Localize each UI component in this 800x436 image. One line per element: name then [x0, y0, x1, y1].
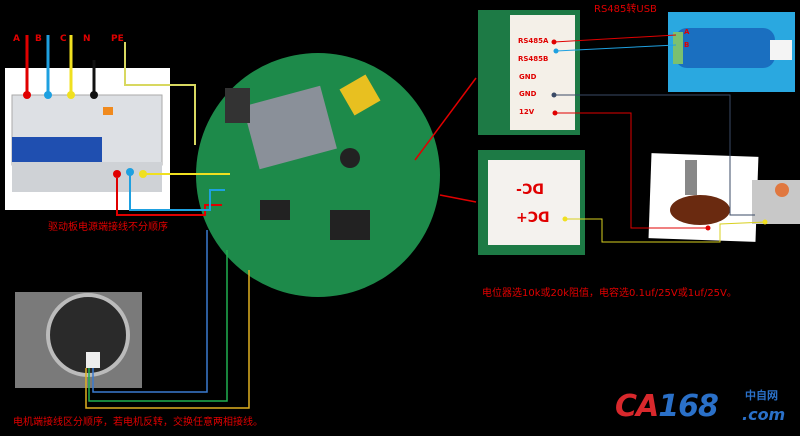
pin-gnd-1: GND — [519, 73, 537, 81]
watermark-domain: .com — [742, 405, 786, 424]
phase-label-n: N — [83, 34, 91, 44]
watermark-cn: 中自网 — [745, 389, 778, 402]
pin-rs485a: RS485A — [518, 37, 549, 45]
phase-label-c: C — [60, 34, 67, 44]
pin-dc-minus: DC- — [516, 182, 545, 198]
watermark-logo: CA168 — [615, 389, 719, 424]
watermark-brand-blue: 168 — [658, 389, 719, 424]
watermark-brand-red: CA — [615, 389, 659, 424]
motor-wiring-note: 电机端接线区分顺序，若电机反转，交换任意两相接线。 — [13, 417, 263, 428]
dc-minus-wrap: DC- — [516, 180, 544, 198]
wire-pe — [124, 42, 196, 145]
pin-rs485b: RS485B — [518, 55, 549, 63]
usb-pin-b: B — [684, 41, 690, 49]
breaker-switches — [12, 137, 102, 162]
dc-plus-wrap: DC+ — [516, 208, 550, 226]
power-wiring-note: 驱动板电源端接线不分顺序 — [48, 222, 168, 233]
pin-dc-plus: DC+ — [516, 210, 550, 226]
phase-label-b: B — [35, 34, 42, 44]
phase-label-a: A — [13, 34, 20, 44]
rs485-usb-title: RS485转USB — [594, 4, 657, 15]
pin-12v: 12V — [519, 108, 535, 116]
usb-pin-a: A — [684, 28, 690, 36]
breaker-indicator — [103, 107, 113, 115]
breaker-terminals — [12, 162, 162, 192]
phase-label-pe: PE — [111, 34, 124, 44]
pin-gnd-2: GND — [519, 90, 537, 98]
component-selection-note: 电位器选10k或20k阻值，电容选0.1uf/25V或1uf/25V。 — [482, 288, 737, 299]
